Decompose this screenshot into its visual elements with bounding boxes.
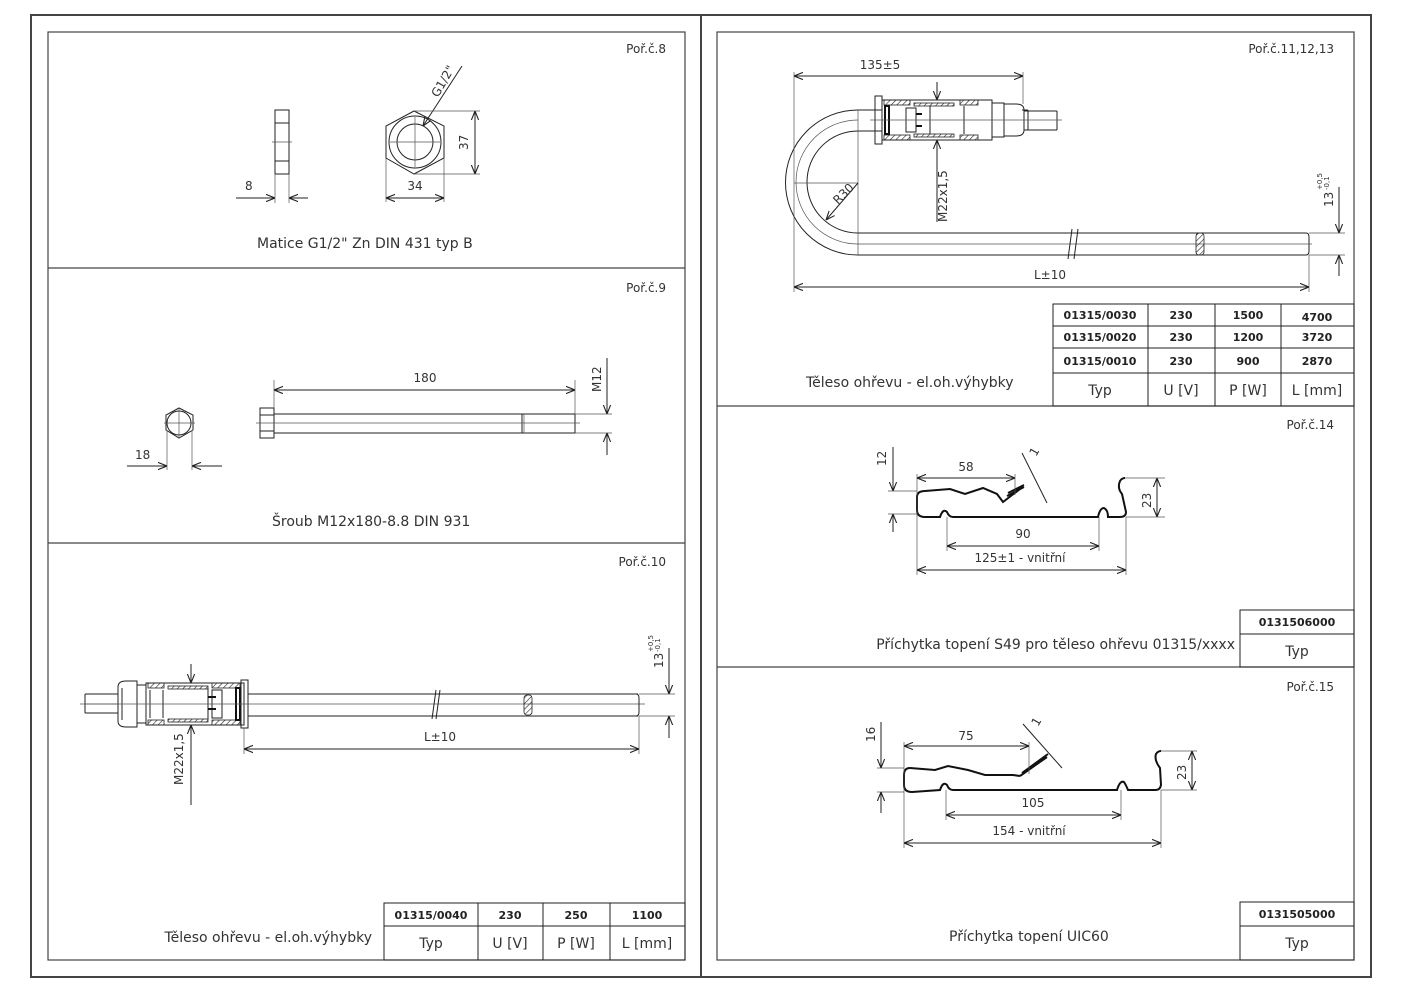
table-header: P [W] xyxy=(557,936,595,952)
part-label: Poř.č.10 xyxy=(619,555,666,569)
table-header: L [mm] xyxy=(622,936,672,952)
part-title: Matice G1/2" Zn DIN 431 typ B xyxy=(257,236,473,252)
table-cell: 1100 xyxy=(632,909,663,922)
table-cell: 01315/0010 xyxy=(1064,355,1137,368)
part-14-clip-drawing: Poř.č.14 12 58 1 23 90 125±1 - vnitřní P… xyxy=(875,418,1334,653)
table-cell: 01315/0040 xyxy=(395,909,468,922)
table-cell: 1500 xyxy=(1233,309,1264,322)
part-10-heater-drawing: Poř.č.10 M22x1,5 xyxy=(80,555,675,946)
table-cell: 2870 xyxy=(1302,355,1333,368)
dim-length: L±10 xyxy=(1034,268,1066,282)
dim-overall: 125±1 - vnitřní xyxy=(975,551,1067,565)
table-cell: 0131506000 xyxy=(1259,616,1336,629)
table-header: L [mm] xyxy=(1292,383,1342,399)
right-panel xyxy=(716,31,1355,961)
tol-lower: -0,1 xyxy=(654,638,662,652)
dim-length: L±10 xyxy=(424,730,456,744)
part-8-nut-drawing: Poř.č.8 8 G1/2" 37 34 Matice G1/2" Zn DI… xyxy=(236,42,666,252)
tol-lower: -0,1 xyxy=(1323,176,1331,190)
tol-upper: +0,5 xyxy=(1316,173,1324,190)
tol-upper: +0,5 xyxy=(647,635,655,652)
dim-thread: M22x1,5 xyxy=(936,170,950,222)
dim-width: 34 xyxy=(407,179,422,193)
dim-length: 180 xyxy=(414,371,437,385)
dim-thread: M12 xyxy=(590,366,604,392)
table-header: P [W] xyxy=(1229,383,1267,399)
table-cell: 1200 xyxy=(1233,331,1264,344)
table-header: U [V] xyxy=(492,936,527,952)
dim-inner: 105 xyxy=(1022,796,1045,810)
part-title: Příchytka topení S49 pro těleso ohřevu 0… xyxy=(876,637,1235,653)
dim-diameter: 13 xyxy=(652,653,666,668)
dim-thickness: 1 xyxy=(1028,715,1044,729)
dim-height: 23 xyxy=(1175,765,1189,780)
dim-left-height: 12 xyxy=(875,451,889,466)
dim-head: 18 xyxy=(135,448,150,462)
table-cell: 01315/0020 xyxy=(1064,331,1137,344)
part-10-spec-table: 01315/0040 230 250 1100 Typ U [V] P [W] … xyxy=(383,902,686,961)
part-title: Šroub M12x180-8.8 DIN 931 xyxy=(272,512,470,530)
table-cell: 250 xyxy=(565,909,588,922)
table-header: U [V] xyxy=(1163,383,1198,399)
dim-height: 23 xyxy=(1140,493,1154,508)
dim-radius: R30 xyxy=(830,181,857,208)
dim-thread: G1/2" xyxy=(428,63,457,100)
part-title: Těleso ohřevu - el.oh.výhybky xyxy=(163,930,372,946)
table-cell: 0131505000 xyxy=(1259,908,1336,921)
dim-left-height: 16 xyxy=(864,727,878,742)
dim-height: 37 xyxy=(457,135,471,150)
part-label: Poř.č.15 xyxy=(1287,680,1334,694)
table-cell: 230 xyxy=(1170,331,1193,344)
dim-offset: 135±5 xyxy=(860,58,901,72)
part-15-clip-drawing: Poř.č.15 16 75 1 23 105 154 - vnitřní Př… xyxy=(864,680,1334,945)
table-cell: 4700 xyxy=(1302,311,1333,324)
table-cell: 230 xyxy=(1170,355,1193,368)
part-11-heater-drawing: Poř.č.11,12,13 R30 xyxy=(785,42,1345,391)
table-cell: 3720 xyxy=(1302,331,1333,344)
dim-inner: 90 xyxy=(1015,527,1030,541)
dim-top: 75 xyxy=(958,729,973,743)
part-title: Příchytka topení UIC60 xyxy=(949,929,1109,945)
part-label: Poř.č.14 xyxy=(1287,418,1334,432)
table-cell: 230 xyxy=(1170,309,1193,322)
table-cell: 230 xyxy=(499,909,522,922)
dim-diameter: 13 xyxy=(1322,192,1336,207)
part-title: Těleso ohřevu - el.oh.výhybky xyxy=(805,375,1014,391)
table-header: Typ xyxy=(1087,383,1112,399)
part-14-spec-table: 0131506000 Typ xyxy=(1239,609,1355,668)
dim-thread: M22x1,5 xyxy=(172,733,186,785)
table-header: Typ xyxy=(1284,644,1309,660)
dim-thickness: 8 xyxy=(245,179,253,193)
table-cell: 01315/0030 xyxy=(1064,309,1137,322)
dim-thickness: 1 xyxy=(1026,445,1042,459)
table-header: Typ xyxy=(1284,936,1309,952)
left-panel xyxy=(47,31,686,961)
part-label: Poř.č.11,12,13 xyxy=(1248,42,1334,56)
dim-overall: 154 - vnitřní xyxy=(992,824,1066,838)
dim-top: 58 xyxy=(958,460,973,474)
part-label: Poř.č.8 xyxy=(626,42,666,56)
table-header: Typ xyxy=(418,936,443,952)
part-9-bolt-drawing: Poř.č.9 18 180 M12 Šroub M12x180-8.8 DIN… xyxy=(127,281,666,530)
part-11-spec-table: 01315/0030 230 1500 4700 01315/0020 230 … xyxy=(1052,303,1355,407)
part-15-spec-table: 0131505000 Typ xyxy=(1239,901,1355,961)
table-cell: 900 xyxy=(1237,355,1260,368)
part-label: Poř.č.9 xyxy=(626,281,666,295)
